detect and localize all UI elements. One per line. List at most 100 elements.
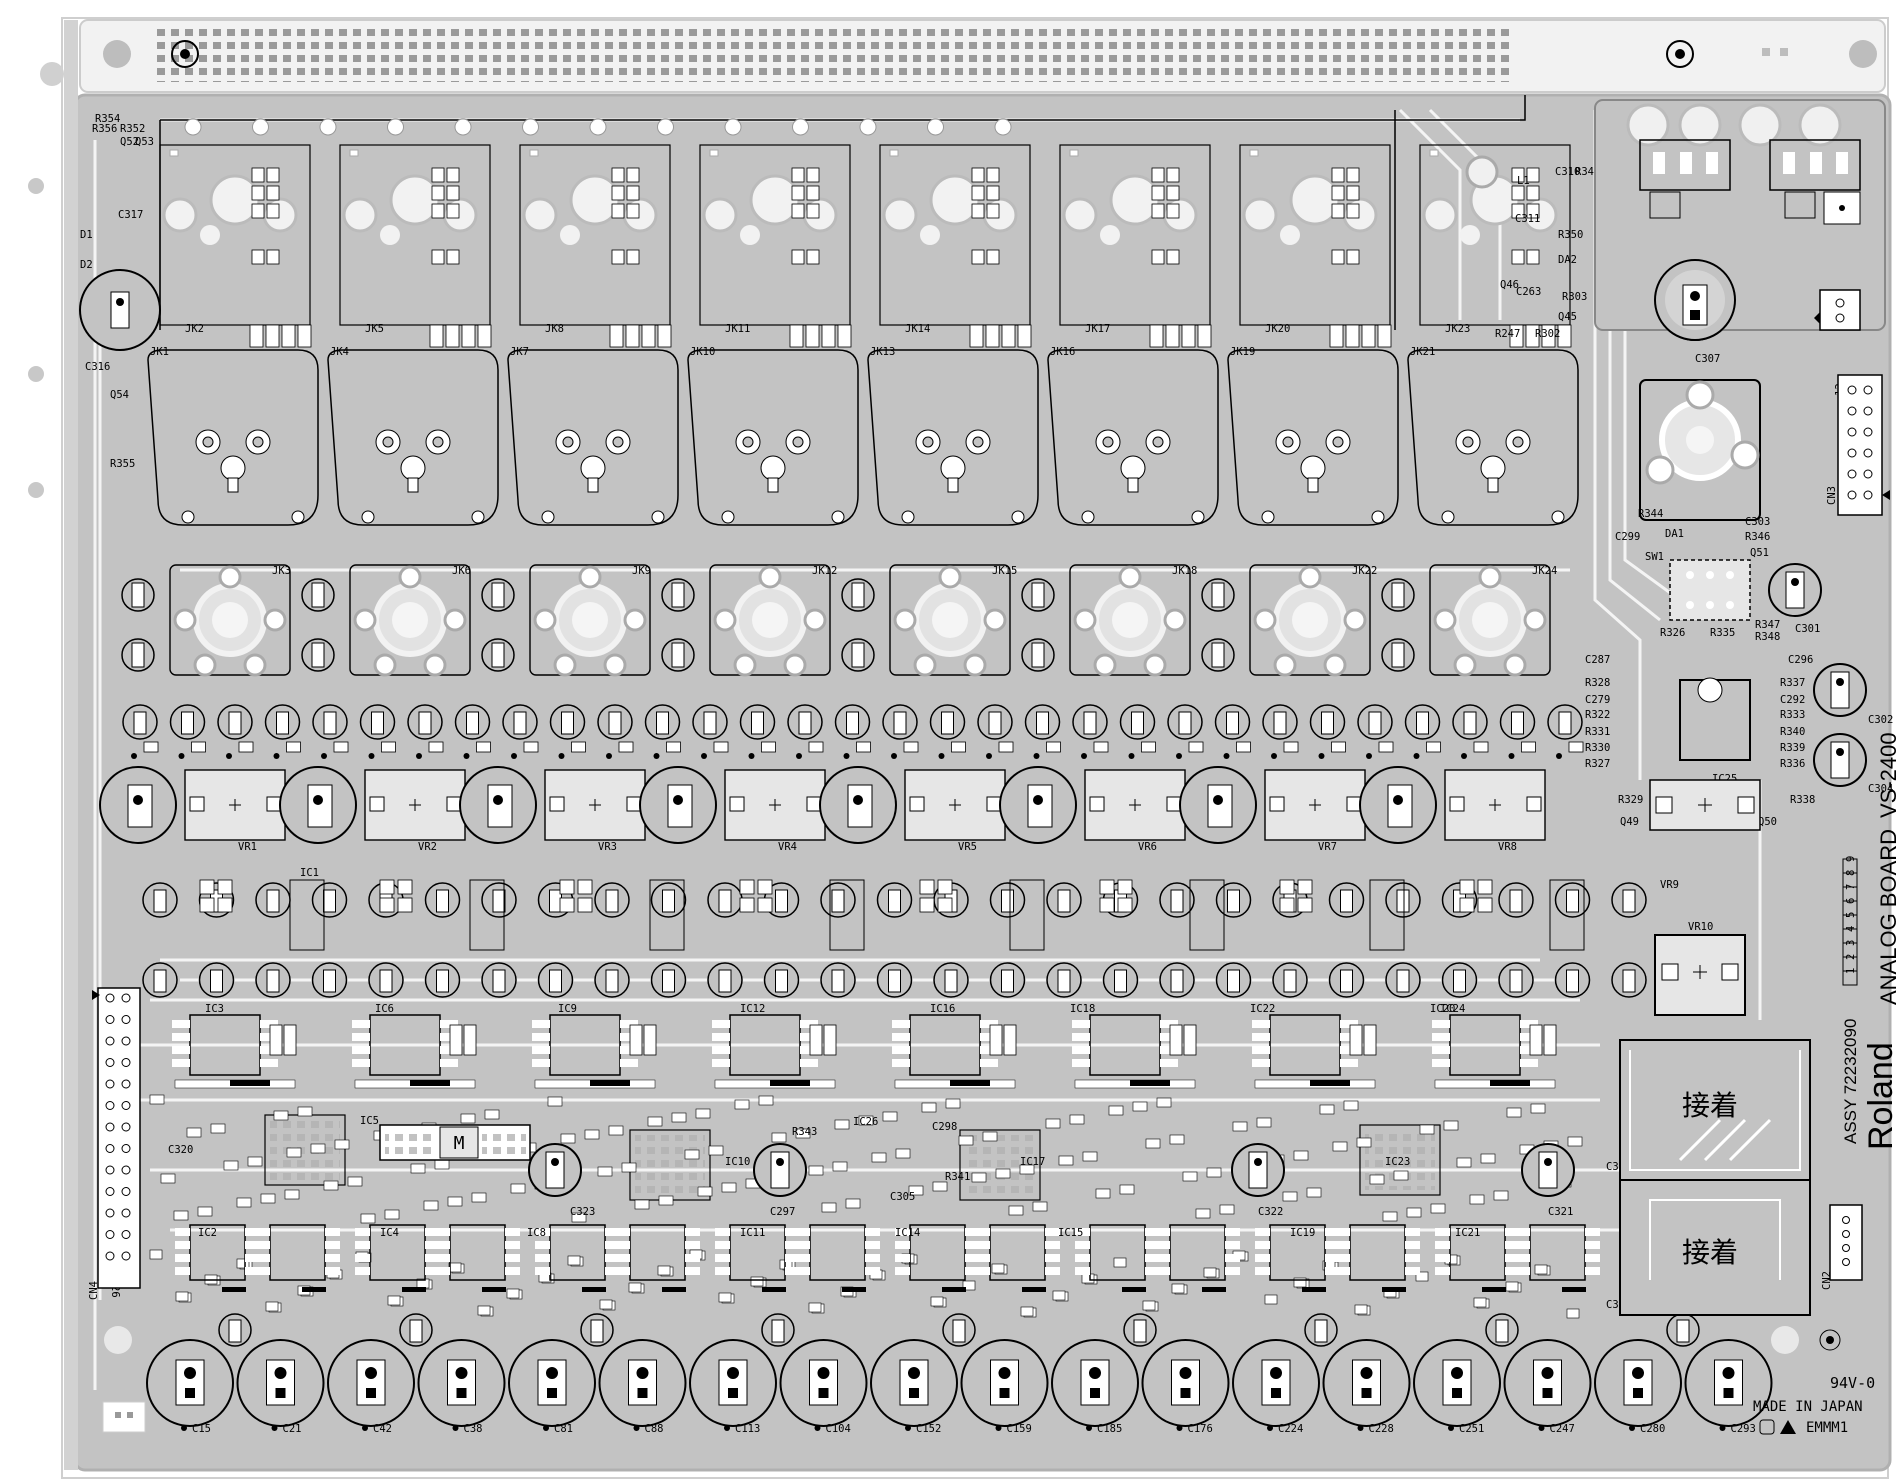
ic-label: IC10 — [725, 1156, 750, 1168]
component-label: R335 — [1710, 627, 1735, 639]
ic-label: IC26 — [853, 1116, 878, 1128]
ic-label: IC16 — [930, 1003, 955, 1015]
component-label: R333 — [1780, 709, 1805, 721]
revision-box-number: 9 — [1845, 856, 1857, 862]
component-label: C298 — [932, 1121, 957, 1133]
ic-label: IC21 — [1455, 1227, 1480, 1239]
cn1-connector — [1814, 289, 1861, 331]
assy-number: ASSY 72232090 — [1841, 1019, 1860, 1144]
xlr-jack-label: JK4 — [330, 346, 349, 358]
ic-label: IC9 — [558, 1003, 577, 1015]
ic-label: IC11 — [740, 1227, 765, 1239]
trs-jack-label: JK22 — [1352, 565, 1377, 577]
capacitor-label: C185 — [1097, 1423, 1122, 1435]
component-label: Q51 — [1750, 547, 1769, 559]
c307-capacitor — [1654, 259, 1736, 341]
capacitor-label: C301 — [1795, 623, 1820, 635]
cn4-connector — [92, 987, 141, 1289]
ic-label: IC17 — [1020, 1156, 1045, 1168]
capacitor-label: C323 — [570, 1206, 595, 1218]
component-label: Q53 — [135, 136, 154, 148]
adhesive-label-2: 接着 — [1682, 1236, 1738, 1269]
board-model: VS-2400 — [1876, 732, 1901, 818]
xlr-jack-label: JK20 — [1265, 323, 1290, 335]
component-label: C311 — [1515, 213, 1540, 225]
capacitor-label: C321 — [1548, 1206, 1573, 1218]
board-title-block: Roland ANALOG BOARD VS-2400 ASSY 7223209… — [1841, 732, 1901, 1150]
ul-mark-icon — [1759, 1419, 1775, 1435]
component-label: Q49 — [1620, 816, 1639, 828]
capacitor-label: C304 — [1868, 783, 1893, 795]
ic-label: IC6 — [375, 1003, 394, 1015]
board-markings: 94V-0 MADE IN JAPAN EMMM1 — [1753, 1329, 1875, 1436]
component-label: C279 — [1585, 694, 1610, 706]
trs-jack-label: JK15 — [992, 565, 1017, 577]
component-label: R346 — [1745, 531, 1770, 543]
ic-label: IC22 — [1250, 1003, 1275, 1015]
component-label: R350 — [1558, 229, 1583, 241]
capacitor-label: C176 — [1188, 1423, 1213, 1435]
component-label: R341 — [945, 1171, 970, 1183]
ic-label: IC24 — [1440, 1003, 1465, 1015]
ic5-marking: M — [454, 1133, 465, 1154]
component-label: C263 — [1516, 286, 1541, 298]
trs-jack-label: JK3 — [272, 565, 291, 577]
xlr-jack-label: JK10 — [690, 346, 715, 358]
xlr-jack-label: JK14 — [905, 323, 930, 335]
capacitor-row-2 — [142, 882, 1647, 998]
component-label: R352 — [120, 123, 145, 135]
component-label: C296 — [1788, 654, 1813, 666]
component-label: R354 — [95, 113, 120, 125]
capacitor-row-1 — [122, 704, 1584, 759]
component-label: R331 — [1585, 726, 1610, 738]
component-label: R336 — [1780, 758, 1805, 770]
trimmer-label: VR7 — [1318, 841, 1337, 853]
trs-jack-label: JK24 — [1532, 565, 1557, 577]
trs-jack-label: JK6 — [452, 565, 471, 577]
triangle-mark-icon — [1780, 1420, 1796, 1434]
xlr-jack-label: JK11 — [725, 323, 750, 335]
trimmer-label: VR5 — [958, 841, 977, 853]
xlr-jack-label: JK21 — [1410, 346, 1435, 358]
capacitor-label: C302 — [1868, 714, 1893, 726]
component-label: Q54 — [110, 389, 129, 401]
trimmer-label: VR9 — [1660, 879, 1679, 891]
component-label: R330 — [1585, 742, 1610, 754]
ic-label: IC4 — [380, 1227, 399, 1239]
jk26-jack — [1639, 379, 1761, 521]
component-label: R355 — [110, 458, 135, 470]
xlr-jack-label: JK17 — [1085, 323, 1110, 335]
trs-jack-label: JK12 — [812, 565, 837, 577]
cn4-pins — [105, 993, 131, 1261]
capacitor-label: C224 — [1278, 1423, 1303, 1435]
component-label: D2 — [80, 259, 93, 271]
maker-code: EMMM1 — [1806, 1420, 1848, 1436]
component-label: R344 — [1638, 508, 1663, 520]
trs-jack-label: JK9 — [632, 565, 651, 577]
component-label: C292 — [1780, 694, 1805, 706]
xlr-jack-label: JK23 — [1445, 323, 1470, 335]
component-label: C310 — [1555, 166, 1580, 178]
component-label: R329 — [1618, 794, 1643, 806]
via-row-top — [169, 118, 1439, 157]
component-label: D1 — [80, 229, 93, 241]
brand-logo: Roland — [1862, 1042, 1900, 1150]
xlr-jack-label: JK13 — [870, 346, 895, 358]
xlr-jack-label: JK7 — [510, 346, 529, 358]
ic-label: IC1 — [300, 867, 319, 879]
trimmer-label: VR4 — [778, 841, 797, 853]
component-label: R356 — [92, 123, 117, 135]
cn3-pins — [1847, 385, 1873, 500]
ic-label: IC3 — [205, 1003, 224, 1015]
component-label: R340 — [1780, 726, 1805, 738]
component-label: R326 — [1660, 627, 1685, 639]
capacitor-label: C15 — [192, 1423, 211, 1435]
component-label: C299 — [1615, 531, 1640, 543]
capacitor-label: C88 — [645, 1423, 664, 1435]
component-label: R302 — [1535, 328, 1560, 340]
component-label: DA2 — [1558, 254, 1577, 266]
component-label: R322 — [1585, 709, 1610, 721]
xlr-jack-label: JK19 — [1230, 346, 1255, 358]
component-label: C305 — [890, 1191, 915, 1203]
